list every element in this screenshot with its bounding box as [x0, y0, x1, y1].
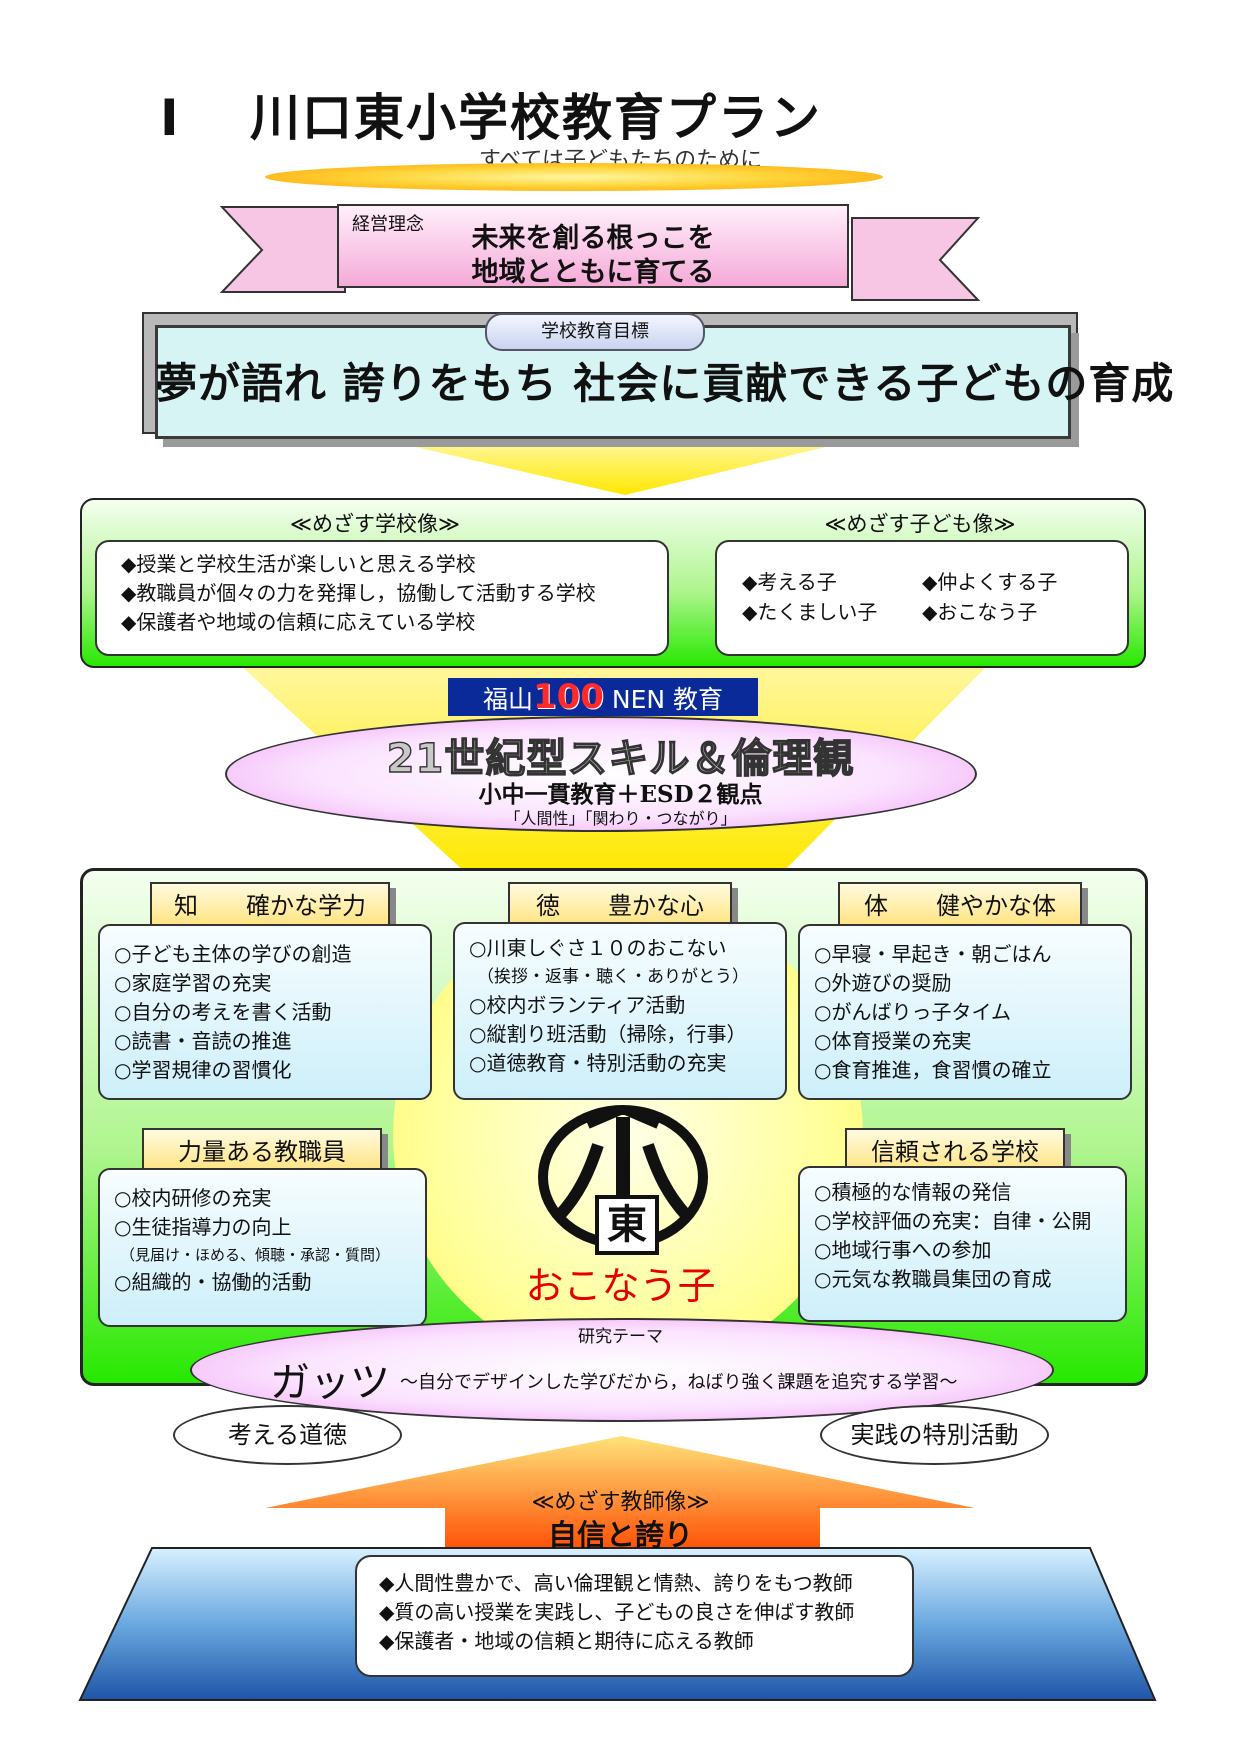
- list-item: ○体育授業の充実: [814, 1029, 972, 1053]
- ribbon-center: [337, 204, 849, 288]
- goal-text: 夢が語れ 誇りをもち 社会に貢献できる子どもの育成: [155, 359, 1175, 408]
- list-item: ◆質の高い授業を実践し、子どもの良さを伸ばす教師: [379, 1600, 855, 1624]
- list-item: ○早寝・早起き・朝ごはん: [814, 942, 1052, 966]
- fukuyama-post: NEN 教育: [603, 685, 724, 714]
- tai-label: 体 健やかな体: [838, 882, 1082, 930]
- child-image-box: ◆考える子 ◆仲よくする子 ◆たくましい子 ◆おこなう子: [715, 540, 1129, 656]
- list-item: ◆仲よくする子: [922, 570, 1058, 594]
- gold-ellipse: [265, 163, 883, 191]
- list-item: ○学校評価の充実：自律・公開: [814, 1209, 1092, 1233]
- list-item: ◆教職員が個々の力を発揮し，協働して活動する学校: [121, 581, 596, 605]
- list-item: ○子ども主体の学びの創造: [114, 942, 352, 966]
- school-image-box: ◆授業と学校生活が楽しいと思える学校 ◆教職員が個々の力を発揮し，協働して活動す…: [95, 540, 669, 656]
- list-item: ○がんばりっ子タイム: [814, 1000, 1012, 1024]
- right-ellipse: 実践の特別活動: [820, 1405, 1049, 1465]
- philosophy-line1: 未来を創る根っこを: [471, 223, 715, 254]
- list-item: （見届け・ほめる、傾聴・承認・質問）: [120, 1246, 391, 1264]
- skills-note: 「人間性」「関わり・つながり」: [504, 809, 737, 828]
- list-item: ○元気な教職員集団の育成: [814, 1267, 1052, 1291]
- tai-box: ○早寝・早起き・朝ごはん ○外遊びの奨励 ○がんばりっ子タイム ○体育授業の充実…: [798, 924, 1132, 1100]
- list-item: ○縦割り班活動（掃除，行事）: [469, 1022, 747, 1046]
- ribbon-left-tail: [219, 206, 346, 293]
- research-sub: ～自分でデザインした学びだから，ねばり強く課題を追究する学習～: [400, 1372, 958, 1393]
- philosophy-tag: 経営理念: [352, 214, 424, 235]
- staff-box: ○校内研修の充実 ○生徒指導力の向上 （見届け・ほめる、傾聴・承認・質問） ○組…: [98, 1168, 427, 1327]
- list-item: ◆人間性豊かで、高い倫理観と情熱、誇りをもつ教師: [379, 1571, 853, 1595]
- list-item: ◆保護者や地域の信頼に応えている学校: [121, 610, 476, 634]
- emblem-caption: おこなう子: [525, 1264, 716, 1308]
- left-ellipse: 考える道徳: [173, 1405, 402, 1465]
- page-title: Ⅰ 川口東小学校教育プラン: [160, 78, 822, 150]
- list-item: ○組織的・協働的活動: [114, 1270, 312, 1294]
- fukuyama-big: 100: [532, 677, 604, 717]
- list-item: ○川東しぐさ１０のおこない: [469, 936, 727, 960]
- section-number: Ⅰ: [160, 89, 181, 147]
- arrow-down: [385, 440, 855, 495]
- teacher-box: ◆人間性豊かで、高い倫理観と情熱、誇りをもつ教師 ◆質の高い授業を実践し、子ども…: [355, 1555, 914, 1677]
- fukuyama-pre: 福山: [482, 685, 533, 714]
- teacher-subtitle: 自信と誇り: [547, 1518, 693, 1552]
- skills-ellipse: [225, 716, 977, 832]
- list-item: ◆保護者・地域の信頼と期待に応える教師: [379, 1629, 754, 1653]
- list-item: ○食育推進，食習慣の確立: [814, 1058, 1052, 1082]
- ribbon-right-tail: [851, 217, 981, 301]
- list-item: ◆たくましい子: [742, 600, 878, 624]
- list-item: ○積極的な情報の発信: [814, 1180, 1012, 1204]
- list-item: ○学習規律の習慣化: [114, 1058, 292, 1082]
- chi-label: 知 確かな学力: [150, 882, 390, 930]
- list-item: ◆授業と学校生活が楽しいと思える学校: [121, 552, 476, 576]
- skills-title: 21世紀型スキル＆倫理観: [386, 735, 855, 782]
- philosophy-line2: 地域とともに育てる: [471, 257, 715, 288]
- list-item: ○家庭学習の充実: [114, 971, 272, 995]
- skills-sub: 小中一貫教育＋ESD２観点: [478, 781, 763, 808]
- list-item: ○校内ボランティア活動: [469, 993, 686, 1017]
- goal-tag: 学校教育目標: [485, 313, 705, 351]
- list-item: ○読書・音読の推進: [114, 1029, 292, 1053]
- teacher-title: ≪めざす教師像≫: [531, 1490, 710, 1515]
- school-emblem-icon: [538, 1105, 708, 1249]
- list-item: ◆おこなう子: [922, 600, 1038, 624]
- list-item: ○道徳教育・特別活動の充実: [469, 1051, 727, 1075]
- school-image-title: ≪めざす学校像≫: [290, 512, 460, 536]
- trust-box: ○積極的な情報の発信 ○学校評価の充実：自律・公開 ○地域行事への参加 ○元気な…: [798, 1166, 1127, 1322]
- research-tag: 研究テーマ: [578, 1327, 663, 1347]
- title-text: 川口東小学校教育プラン: [250, 89, 822, 147]
- list-item: ○校内研修の充実: [114, 1186, 272, 1210]
- list-item: ◆考える子: [742, 570, 837, 594]
- chi-box: ○子ども主体の学びの創造 ○家庭学習の充実 ○自分の考えを書く活動 ○読書・音読…: [98, 924, 432, 1100]
- child-image-title: ≪めざす子ども像≫: [824, 512, 1016, 536]
- toku-box: ○川東しぐさ１０のおこない （挨拶・返事・聴く・ありがとう） ○校内ボランティア…: [453, 922, 787, 1100]
- list-item: ○外遊びの奨励: [814, 971, 952, 995]
- emblem-bottom-char: 東: [595, 1195, 659, 1255]
- arrow-up: [265, 1436, 975, 1555]
- list-item: ○生徒指導力の向上: [114, 1215, 292, 1239]
- fukuyama-label: 福山100 NEN 教育: [448, 678, 758, 716]
- list-item: （挨拶・返事・聴く・ありがとう）: [477, 967, 749, 987]
- list-item: ○自分の考えを書く活動: [114, 1000, 332, 1024]
- list-item: ○地域行事への参加: [814, 1238, 992, 1262]
- research-main: ガッツ: [270, 1360, 390, 1406]
